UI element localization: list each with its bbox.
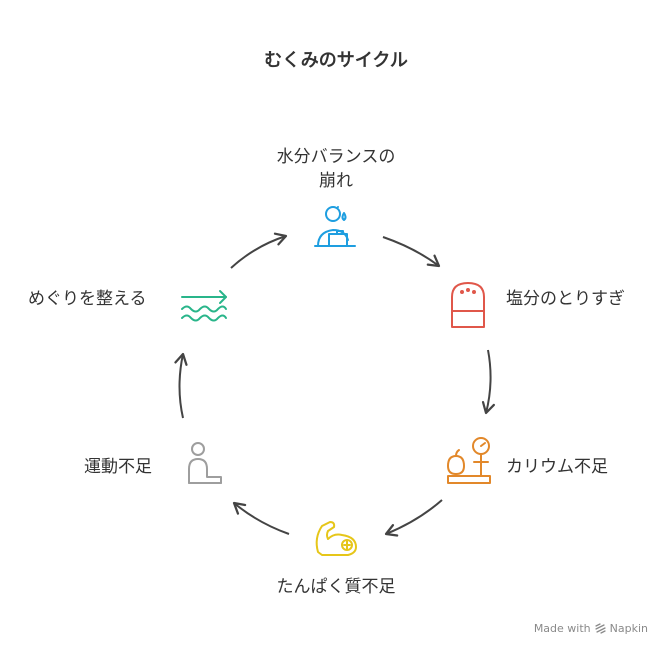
node-label-salt: 塩分のとりすぎ <box>506 289 625 309</box>
napkin-credit: Made with Napkin <box>534 622 648 635</box>
credit-prefix: Made with <box>533 622 591 635</box>
node-label-potassium: カリウム不足 <box>506 457 608 477</box>
salt-shaker-icon <box>451 282 485 328</box>
napkin-logo-icon <box>594 623 606 634</box>
cycle-arrow-3 <box>384 499 443 537</box>
cycle-arrow-6 <box>230 232 288 269</box>
node-label-exercise: 運動不足 <box>84 457 152 477</box>
person-drop-icon <box>314 205 356 247</box>
water-flow-icon <box>181 290 227 322</box>
cycle-arrow-2 <box>481 349 495 415</box>
diagram-title: むくみのサイクル <box>264 50 408 71</box>
sitting-person-icon <box>188 442 222 484</box>
scale-fruit-icon <box>447 437 491 484</box>
flexed-arm-icon <box>315 521 357 556</box>
node-label-line2: 崩れ <box>319 171 353 191</box>
node-label-circulation: めぐりを整える <box>28 289 147 309</box>
cycle-arrow-1 <box>382 236 441 268</box>
credit-brand: Napkin <box>609 622 648 635</box>
node-label-water-balance: 水分バランスの 崩れ <box>246 145 426 193</box>
node-label-protein: たんぱく質不足 <box>276 577 396 597</box>
cycle-arrow-5 <box>174 352 188 419</box>
cycle-arrow-4 <box>232 501 290 535</box>
node-label-line1: 水分バランスの <box>276 147 396 167</box>
